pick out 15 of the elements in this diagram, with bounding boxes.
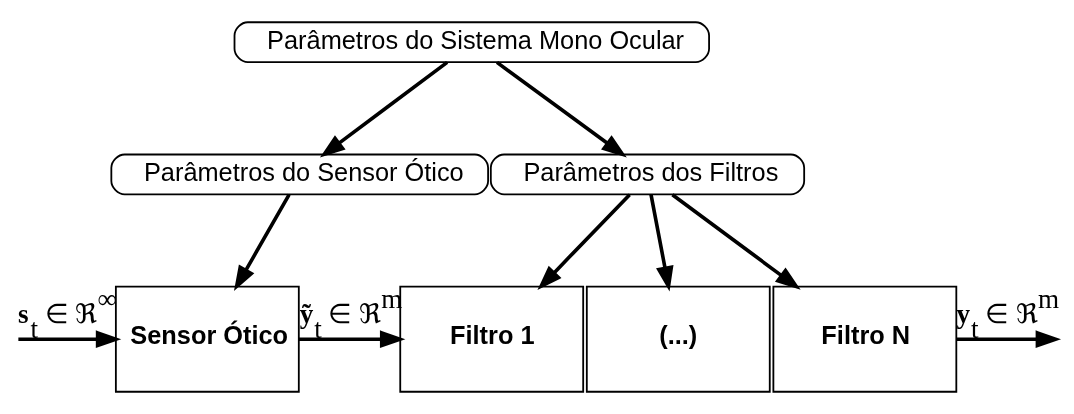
arrow <box>671 193 801 290</box>
arrow <box>956 330 1061 349</box>
arrow <box>233 193 291 291</box>
node-box: Sensor Ótico <box>114 285 300 393</box>
arrow <box>495 60 627 158</box>
arrow <box>537 193 631 291</box>
arrow <box>649 194 674 292</box>
node-box: Parâmetros do Sensor Ótico <box>110 153 489 196</box>
arrow <box>18 330 122 349</box>
node-box: Parâmetros dos Filtros <box>489 153 806 196</box>
node-box: Parâmetros do Sistema Mono Ocular <box>233 21 710 63</box>
arrow <box>319 60 449 158</box>
arrow <box>298 330 406 349</box>
node-box: Filtro N <box>772 285 958 393</box>
node-box: (...) <box>585 285 771 393</box>
